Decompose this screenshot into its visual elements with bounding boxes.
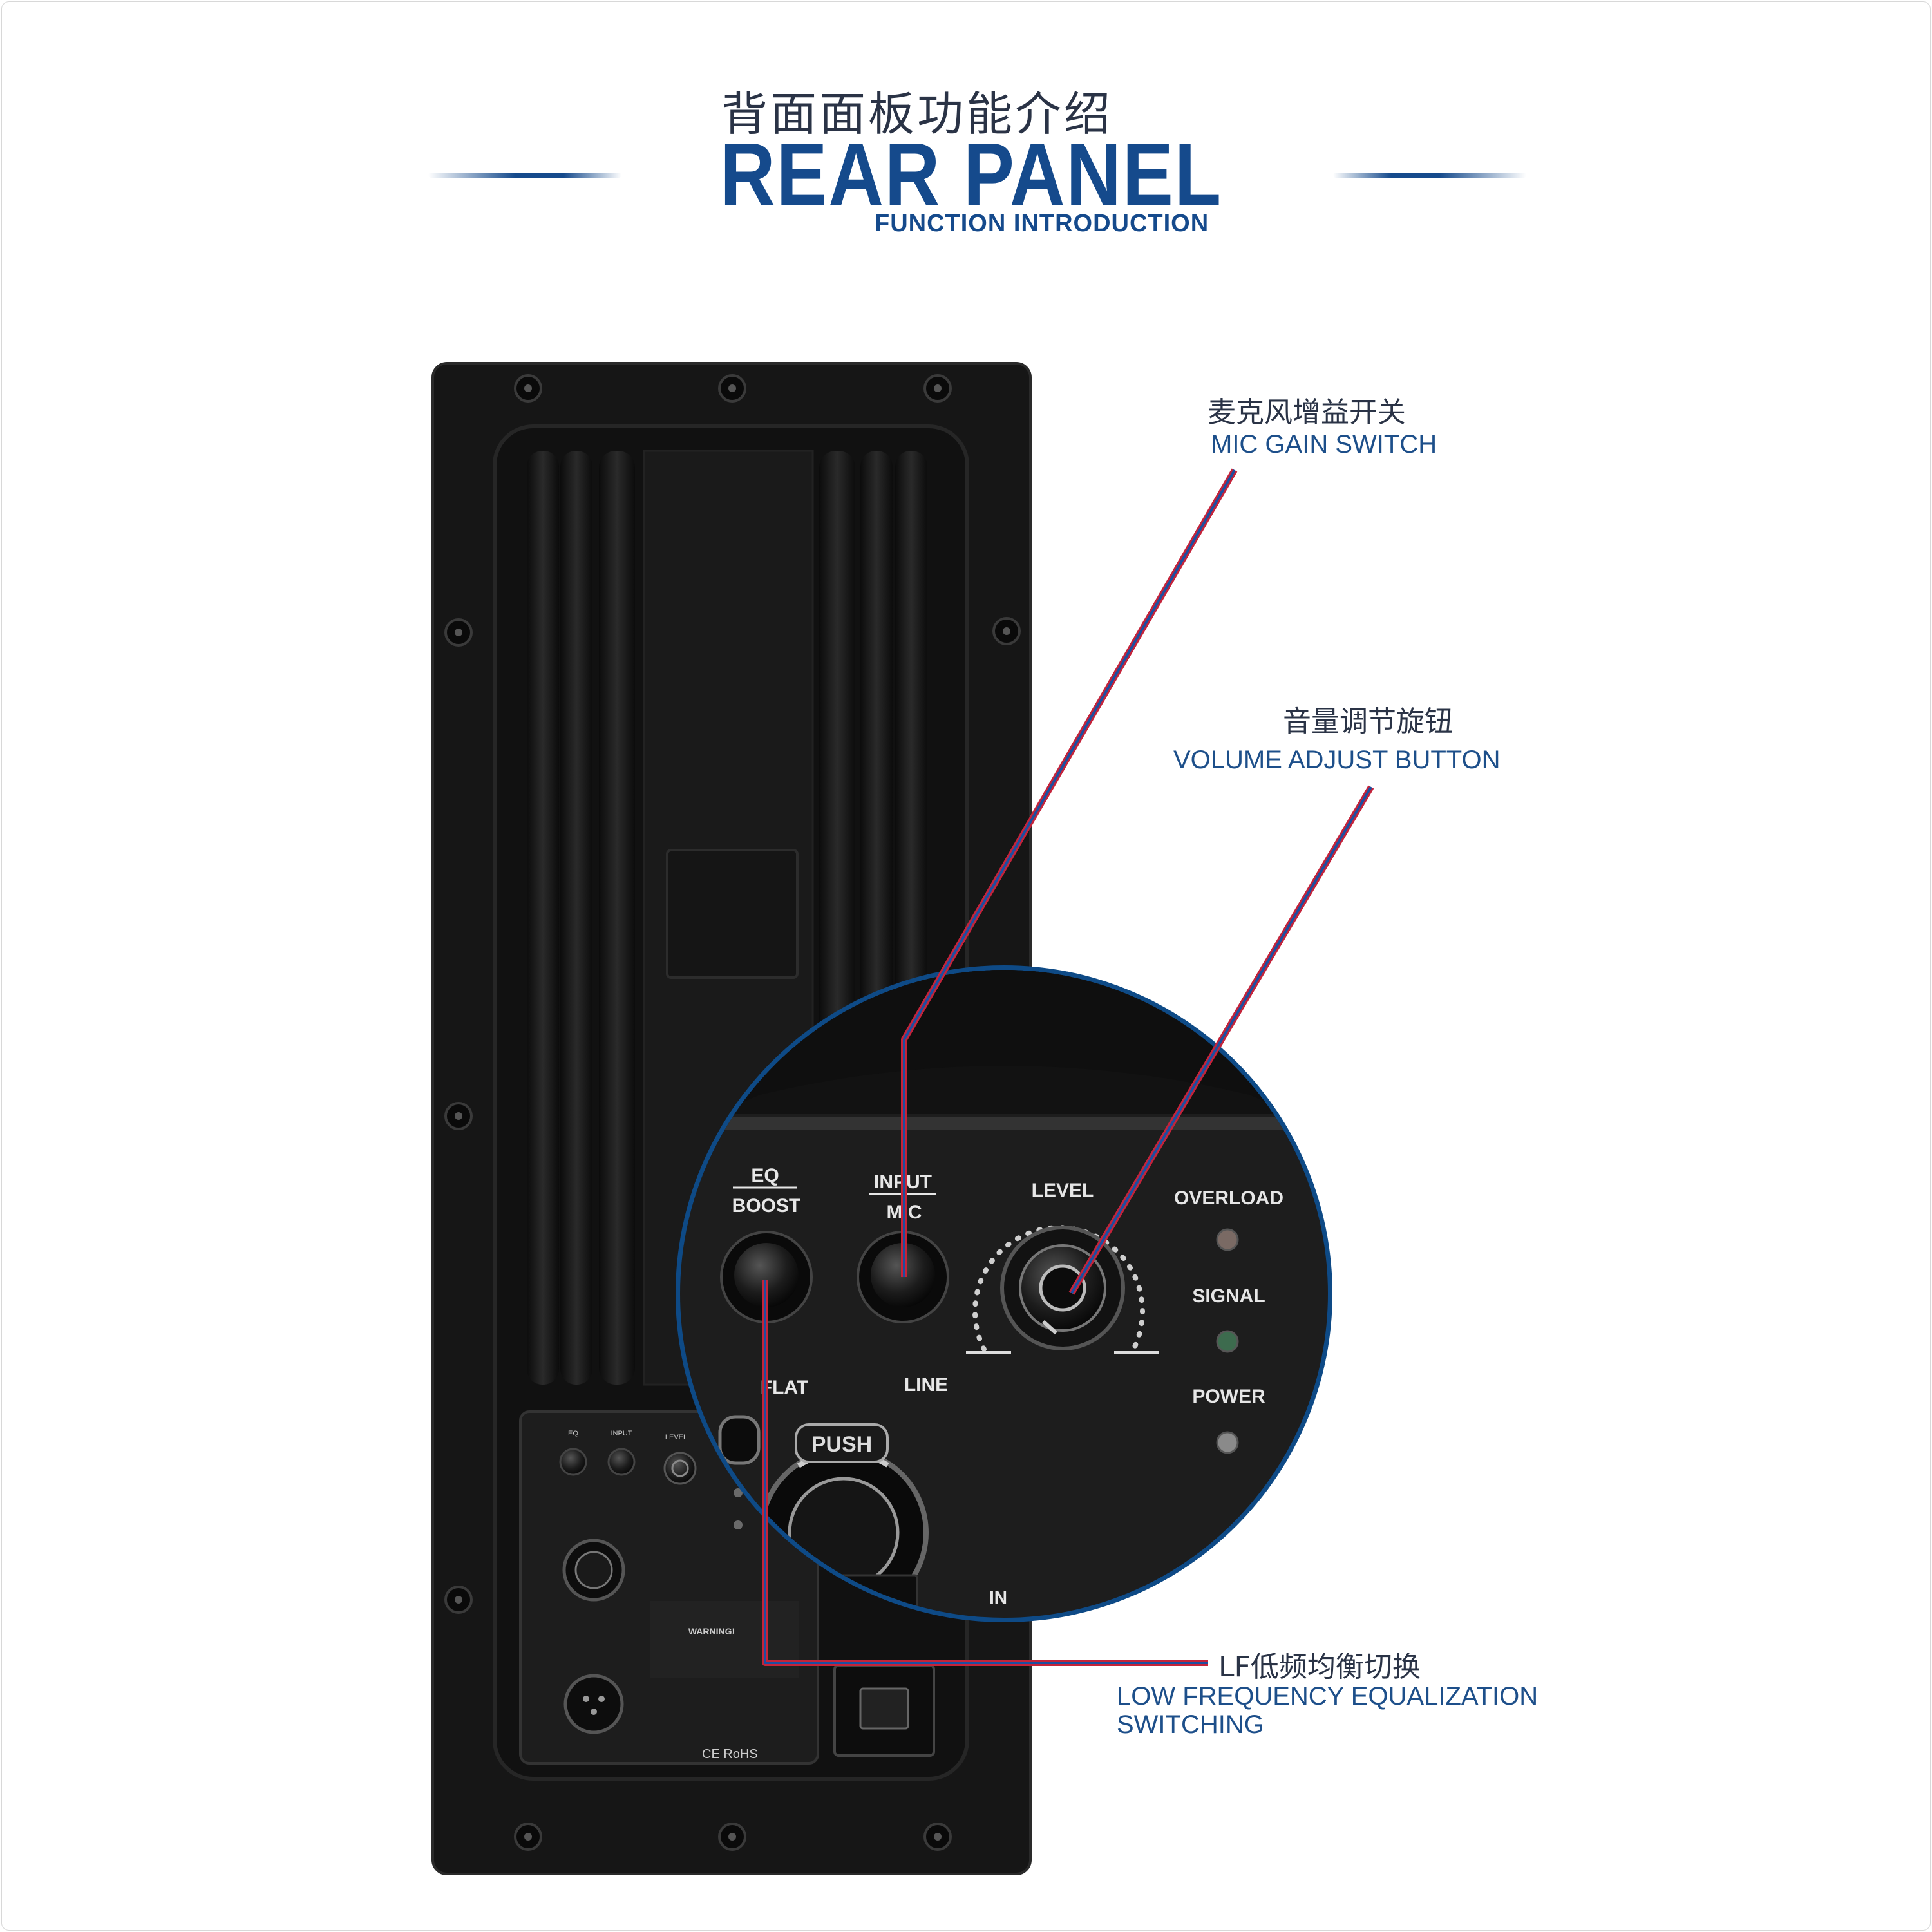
zoom-flat-label: FLAT: [761, 1377, 808, 1398]
signal-led: [1216, 1330, 1239, 1353]
subtitle-function-introduction: FUNCTION INTRODUCTION: [875, 210, 1209, 237]
push-label: PUSH: [811, 1432, 872, 1457]
zoom-in-label: IN: [989, 1587, 1007, 1607]
lf-eq-label-en-line1: LOW FREQUENCY EQUALIZATION: [1117, 1682, 1539, 1710]
title-rule-right: [1333, 173, 1526, 178]
small-cert-marks: CE RoHS: [702, 1747, 758, 1761]
small-level-label: LEVEL: [665, 1434, 687, 1441]
zoom-eq-label: EQ: [751, 1165, 779, 1186]
title-rule-left: [428, 173, 621, 178]
mic-gain-label-en: MIC GAIN SWITCH: [1211, 430, 1437, 459]
mic-gain-label-cn: 麦克风增益开关: [1208, 396, 1406, 429]
zoom-boost-label: BOOST: [732, 1195, 801, 1217]
small-eq-label: EQ: [568, 1430, 578, 1437]
zoom-overload-label: OVERLOAD: [1174, 1188, 1283, 1209]
zoom-line-label: LINE: [904, 1374, 948, 1396]
volume-label-en: VOLUME ADJUST BUTTON: [1173, 746, 1501, 774]
lf-eq-label-en-line2: SWITCHING: [1117, 1710, 1264, 1739]
small-input-label: INPUT: [611, 1430, 632, 1437]
lf-eq-label-cn: LF低频均衡切换: [1218, 1651, 1421, 1683]
title-rear-panel: REAR PANEL: [720, 125, 1222, 224]
volume-label-cn: 音量调节旋钮: [1283, 705, 1453, 738]
label-recess: [666, 849, 799, 979]
small-warning-label: WARNING!: [688, 1626, 735, 1636]
zoom-power-label: POWER: [1192, 1386, 1265, 1407]
overload-led: [1216, 1228, 1239, 1251]
title-chinese: 背面面板功能介绍: [721, 87, 1113, 141]
power-led: [1216, 1431, 1239, 1454]
small-controls: [559, 1448, 935, 1757]
leader-lines: [762, 468, 1374, 1666]
zoom-signal-label: SIGNAL: [1192, 1285, 1265, 1307]
zoom-level-label: LEVEL: [1032, 1180, 1094, 1201]
